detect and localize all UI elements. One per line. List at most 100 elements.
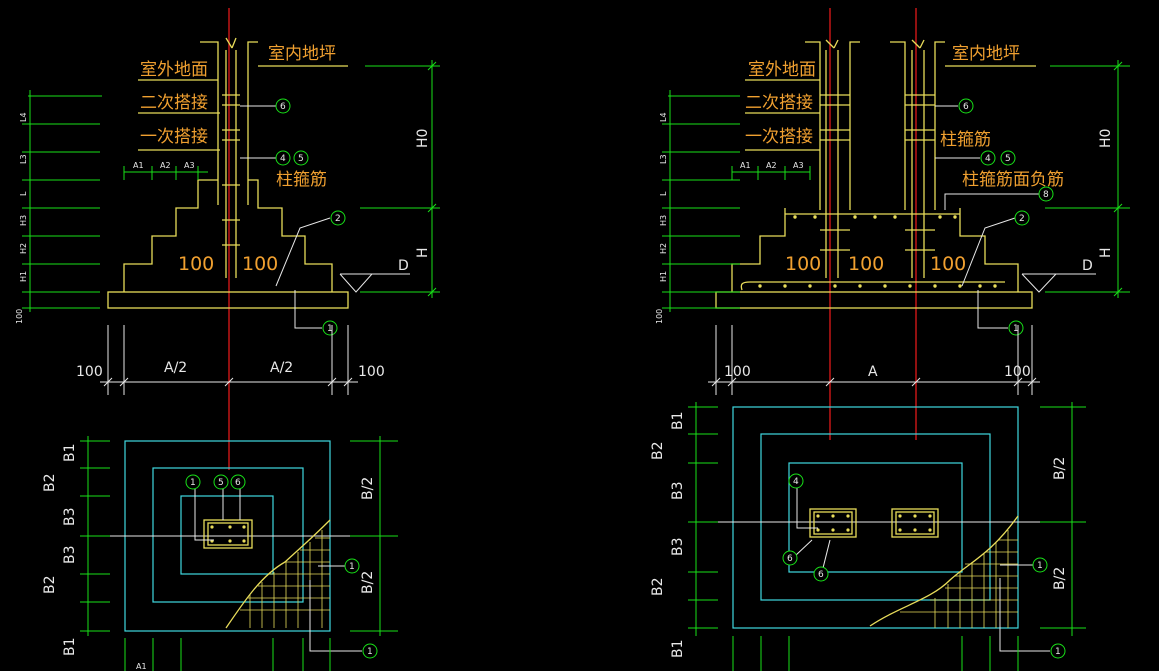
- svg-text:B2: B2: [650, 441, 666, 460]
- svg-text:1: 1: [367, 647, 373, 657]
- svg-text:H0: H0: [1098, 129, 1114, 148]
- svg-text:B3: B3: [670, 481, 686, 500]
- left-step-100-a: 100: [178, 253, 214, 275]
- svg-text:L: L: [659, 191, 668, 196]
- svg-text:B3: B3: [62, 545, 78, 564]
- left-label-outdoor-ground: 室外地面: [140, 60, 208, 80]
- left-label-indoor-floor: 室内地坪: [268, 44, 336, 64]
- svg-text:100: 100: [655, 309, 664, 324]
- svg-text:2: 2: [335, 214, 341, 224]
- right-label-column-stirrup: 柱箍筋: [940, 130, 991, 150]
- right-label-outdoor-ground: 室外地面: [748, 60, 816, 80]
- svg-text:B3: B3: [670, 537, 686, 556]
- right-plan: 4 6 6 1 1 B1 B2 B3 B3 B2 B1 B/2 B/2: [650, 402, 1086, 671]
- svg-text:H1: H1: [19, 271, 28, 282]
- left-callout-2: [330, 210, 346, 226]
- svg-text:H1: H1: [659, 271, 668, 282]
- svg-text:100: 100: [724, 364, 751, 380]
- svg-text:6: 6: [787, 554, 793, 564]
- svg-text:2: 2: [1019, 214, 1025, 224]
- svg-text:4: 4: [793, 477, 799, 487]
- svg-text:D: D: [1082, 258, 1093, 274]
- left-label-first-splice: 一次搭接: [140, 127, 208, 147]
- svg-text:A2: A2: [766, 161, 777, 170]
- svg-text:1: 1: [190, 478, 196, 488]
- svg-text:6: 6: [818, 570, 824, 580]
- svg-text:A1: A1: [136, 662, 147, 671]
- svg-text:B1: B1: [670, 639, 686, 658]
- left-base-slab: [107, 291, 349, 309]
- svg-text:A: A: [868, 364, 878, 380]
- left-dim-right-ext: 100: [358, 364, 385, 380]
- svg-text:L3: L3: [659, 154, 668, 164]
- svg-text:B1: B1: [62, 443, 78, 462]
- svg-text:L4: L4: [19, 112, 28, 122]
- svg-text:L: L: [19, 191, 28, 196]
- svg-text:H: H: [1098, 247, 1114, 258]
- svg-text:A2: A2: [160, 161, 171, 170]
- svg-text:1: 1: [349, 562, 355, 572]
- svg-text:H3: H3: [19, 215, 28, 226]
- svg-text:5: 5: [1005, 154, 1011, 164]
- left-callout-5: [293, 150, 309, 166]
- svg-text:H2: H2: [659, 243, 668, 254]
- left-dim-half-a-left: A/2: [164, 360, 187, 376]
- svg-text:H2: H2: [19, 243, 28, 254]
- svg-text:L4: L4: [659, 112, 668, 122]
- right-label-first-splice: 一次搭接: [745, 127, 813, 147]
- svg-text:6: 6: [963, 102, 969, 112]
- svg-text:100: 100: [1004, 364, 1031, 380]
- left-dim-half-a-right: A/2: [270, 360, 293, 376]
- svg-text:A3: A3: [184, 161, 195, 170]
- svg-text:B1: B1: [62, 637, 78, 656]
- left-label-second-splice: 二次搭接: [140, 93, 208, 113]
- left-column-outline: [200, 41, 219, 205]
- svg-text:1: 1: [1055, 647, 1061, 657]
- left-dim-h0: H0: [415, 129, 431, 148]
- left-step-100-b: 100: [242, 253, 278, 275]
- svg-text:B3: B3: [62, 507, 78, 526]
- svg-text:6: 6: [235, 478, 241, 488]
- svg-text:1: 1: [1037, 561, 1043, 571]
- svg-text:B/2: B/2: [360, 571, 376, 594]
- left-callout-1: [322, 320, 338, 336]
- left-column-outline-r: [247, 41, 258, 205]
- left-callout-4: [275, 150, 291, 166]
- svg-text:B2: B2: [42, 575, 58, 594]
- svg-text:A3: A3: [793, 161, 804, 170]
- svg-text:L3: L3: [19, 154, 28, 164]
- svg-text:1: 1: [327, 324, 333, 334]
- left-dim-h: H: [415, 247, 431, 258]
- left-dim-d: D: [398, 258, 409, 274]
- svg-text:B1: B1: [670, 411, 686, 430]
- svg-text:H3: H3: [659, 215, 668, 226]
- left-elevation: 室外地面 室内地坪 二次搭接 一次搭接 柱箍筋 100 100 6 4 5 2 …: [15, 8, 440, 470]
- svg-text:5: 5: [218, 478, 224, 488]
- right-step-100-a: 100: [785, 253, 821, 275]
- left-plan: 1 5 6 1 1 B1 B2 B3 B3 B2 B1 B/2 B/2: [42, 436, 398, 671]
- svg-text:5: 5: [298, 154, 304, 164]
- svg-text:4: 4: [280, 154, 286, 164]
- svg-text:B/2: B/2: [360, 477, 376, 500]
- right-step-100-b: 100: [848, 253, 884, 275]
- svg-text:A1: A1: [740, 161, 751, 170]
- left-callout-6: [275, 98, 291, 114]
- right-step-100-c: 100: [930, 253, 966, 275]
- svg-text:B2: B2: [42, 473, 58, 492]
- right-label-stirrup-neg: 柱箍筋面负筋: [962, 170, 1064, 190]
- svg-text:1: 1: [1013, 324, 1019, 334]
- left-step-profile: [123, 179, 218, 292]
- svg-text:4: 4: [985, 154, 991, 164]
- svg-text:8: 8: [1043, 190, 1049, 200]
- svg-text:B/2: B/2: [1052, 457, 1068, 480]
- left-label-column-stirrup: 柱箍筋: [276, 170, 327, 190]
- svg-text:B2: B2: [650, 577, 666, 596]
- svg-text:A1: A1: [133, 161, 144, 170]
- right-elevation: 室外地面 室内地坪 二次搭接 一次搭接 柱箍筋 柱箍筋面负筋 100 100 1…: [655, 8, 1130, 440]
- left-dim-left-ext: 100: [76, 364, 103, 380]
- svg-text:100: 100: [15, 309, 24, 324]
- right-label-indoor-floor: 室内地坪: [952, 44, 1020, 64]
- svg-text:B/2: B/2: [1052, 567, 1068, 590]
- svg-text:6: 6: [280, 102, 286, 112]
